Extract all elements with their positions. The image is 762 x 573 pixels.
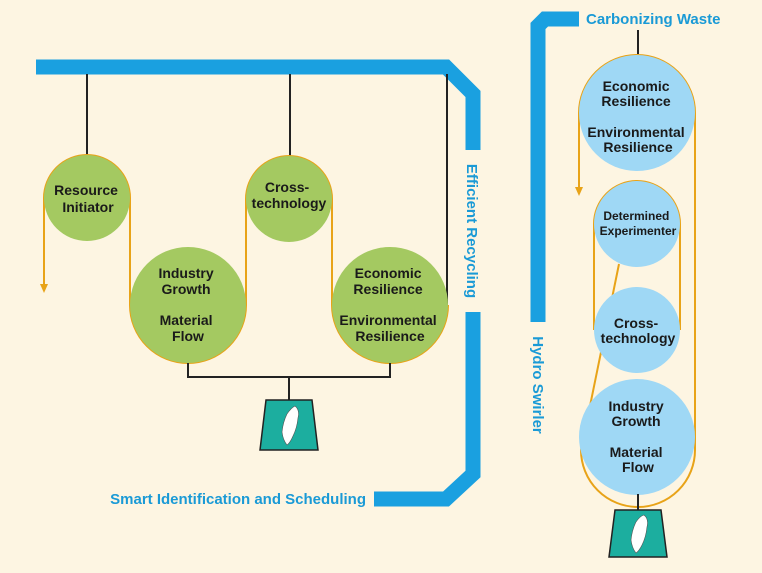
right-taiwan-map-icon [630,514,648,554]
svg-text:Cross- technology: Cross- technology [601,315,676,346]
left-economic-line-2: Resilience [353,281,422,297]
right-node-economic-resilience [579,55,695,171]
right-belt-arrow [575,187,583,196]
left-pipe-label-gap [461,150,485,312]
right-economic-line-1: Economic [603,78,670,94]
left-base-connector [187,363,391,400]
left-base-weight [259,399,319,451]
right-node-industry-growth [579,379,695,495]
left-industry-line-1: Industry [158,265,213,281]
smart-identification-label: Smart Identification and Scheduling [110,491,366,508]
right-economic-line-3: Environmental [587,124,684,140]
svg-text:Resource Initiator: Resource Initiator [54,182,122,215]
right-node-determined-experimenter [594,181,680,267]
left-industry-line-2: Growth [162,281,211,297]
left-industry-line-4: Flow [172,328,204,344]
right-economic-line-4: Resilience [603,139,672,155]
left-resource-line-1: Resource [54,182,118,198]
left-economic-line-1: Economic [355,265,422,281]
left-economic-line-3: Environmental [339,312,436,328]
right-industry-line-1: Industry [608,398,663,414]
left-taiwan-map-icon [281,405,299,446]
right-cross-line-1: Cross- [614,315,659,331]
right-industry-line-2: Growth [612,413,661,429]
left-cross-line-1: Cross- [265,179,310,195]
left-cross-line-2: technology [252,195,327,211]
svg-text:Economic Resilience En: Economic Resilience Environmental Resili… [587,78,688,155]
svg-text:Cross- technology: Cross- technology [252,179,327,211]
right-industry-line-3: Material [610,444,663,460]
efficient-recycling-label: Efficient Recycling [463,164,480,298]
right-cross-line-2: technology [601,330,676,346]
right-base-weight [608,509,668,558]
left-belt-arrow [40,284,48,293]
right-node-cross-technology [594,287,680,373]
right-determined-line-2: Experimenter [600,224,677,238]
left-economic-line-4: Resilience [355,328,424,344]
svg-text:Economic Resilience En: Economic Resilience Environmental Resili… [339,265,440,344]
left-node-industry-growth [130,247,246,363]
left-node-resource-initiator [44,155,130,241]
right-economic-line-2: Resilience [601,93,670,109]
right-blue-pipe [530,11,579,322]
hydro-swirler-label: Hydro Swirler [529,336,546,434]
right-industry-line-4: Flow [622,459,654,475]
left-node-cross-technology [246,156,332,242]
left-industry-line-3: Material [160,312,213,328]
svg-text:Industry Growth Materi: Industry Growth Material Flow [158,265,217,344]
left-resource-line-2: Initiator [62,199,114,215]
svg-text:Industry Growth Materi: Industry Growth Material Flow [608,398,667,475]
left-node-economic-resilience [332,247,448,363]
carbonizing-waste-label: Carbonizing Waste [586,11,720,28]
svg-text:Determined Experimenter: Determined Experimenter [600,209,677,238]
right-determined-line-1: Determined [603,209,669,223]
